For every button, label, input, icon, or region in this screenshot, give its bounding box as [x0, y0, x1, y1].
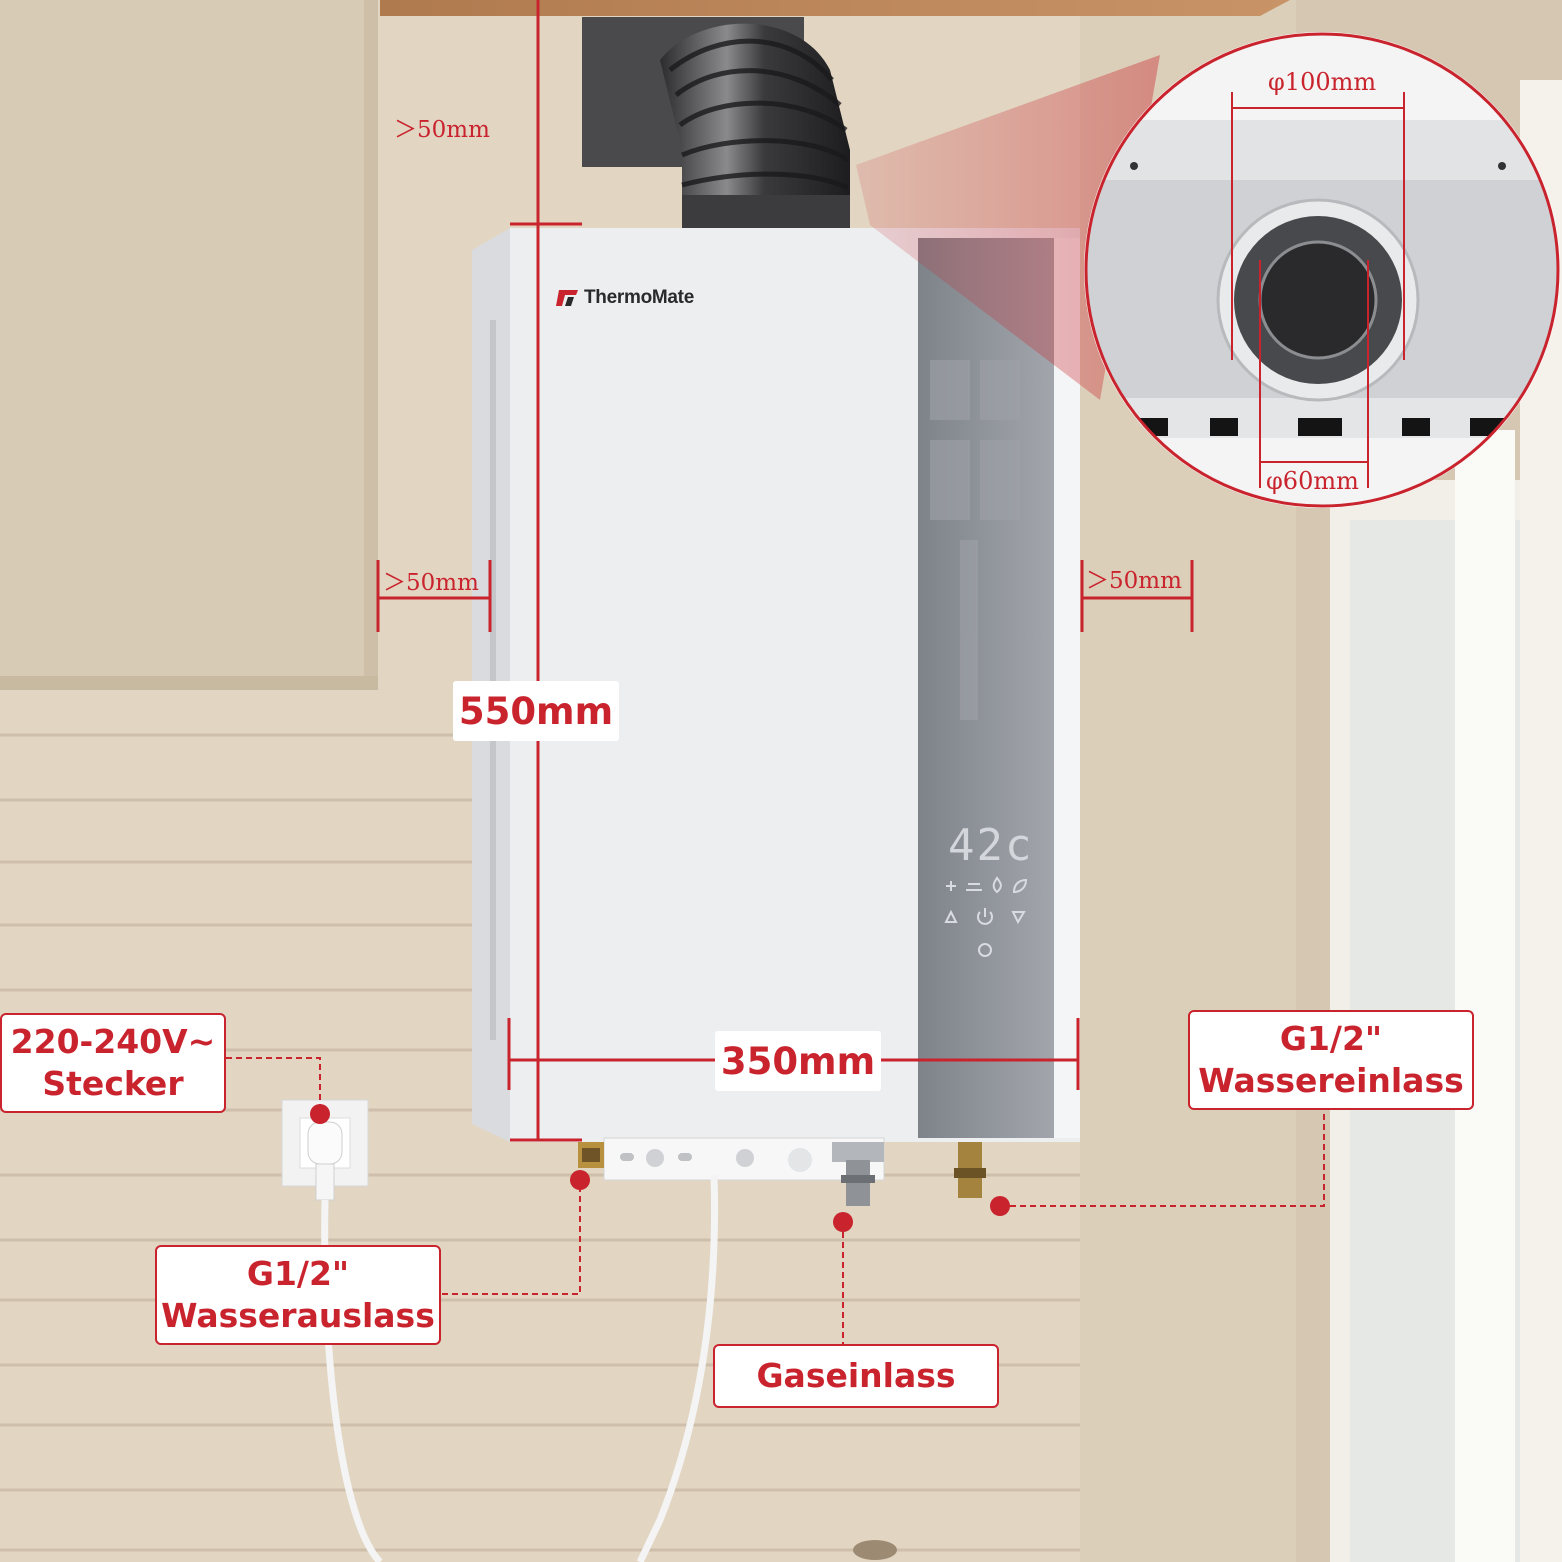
callout-dots — [310, 1104, 1010, 1232]
flexible-flue-duct — [660, 23, 850, 232]
up-arrow-icon[interactable] — [944, 909, 958, 923]
flue-inner-diameter-label: φ60mm — [1266, 467, 1359, 495]
plug-icon — [307, 1121, 343, 1201]
brand-logo: ThermoMate — [556, 287, 694, 309]
clearance-top-label: ＞50mm — [394, 117, 490, 143]
gas-inlet-fitting — [832, 1142, 884, 1206]
clearance-left-label: ＞50mm — [383, 570, 479, 596]
heat-icon — [966, 883, 982, 891]
brand-name: ThermoMate — [584, 287, 694, 308]
power-callout-line1: 220-240V~ — [10, 1022, 216, 1061]
gas-inlet-callout: Gaseinlass — [713, 1344, 999, 1408]
water-inlet-line1: G1/2" — [1279, 1019, 1383, 1058]
power-callout-line2: Stecker — [42, 1064, 184, 1103]
dimension-lines — [376, 0, 1194, 1142]
flue-inset — [1084, 32, 1560, 508]
water-inlet-fitting — [954, 1142, 986, 1198]
height-dimension-label: 550mm — [453, 681, 619, 741]
water-inlet-line2: Wassereinlass — [1198, 1061, 1464, 1100]
fan-icon — [946, 881, 956, 891]
water-inlet-callout: G1/2" Wassereinlass — [1188, 1010, 1474, 1110]
control-panel — [944, 876, 1028, 957]
temperature-display: 42c — [948, 820, 1034, 871]
water-outlet-fitting — [578, 1142, 604, 1168]
ceiling-beam — [380, 0, 1290, 16]
brand-mark-icon — [556, 290, 578, 306]
callout-leaders — [226, 1057, 1325, 1344]
mode-button-icon[interactable] — [978, 943, 992, 957]
flue-outer-diameter-label: φ100mm — [1268, 68, 1377, 96]
water-outlet-callout: G1/2" Wasserauslass — [155, 1245, 441, 1345]
leaf-icon — [1012, 878, 1028, 894]
zoom-cone — [856, 55, 1160, 400]
clearance-right-label: ＞50mm — [1086, 568, 1182, 594]
drain-cap — [853, 1540, 897, 1560]
power-icon[interactable] — [977, 908, 993, 925]
flame-icon — [992, 876, 1002, 894]
width-dimension-label: 350mm — [715, 1031, 881, 1091]
water-outlet-line1: G1/2" — [246, 1254, 350, 1293]
down-arrow-icon[interactable] — [1011, 911, 1026, 925]
water-outlet-line2: Wasserauslass — [161, 1296, 435, 1335]
wall-cabinet — [0, 0, 378, 690]
gas-inlet-label: Gaseinlass — [756, 1356, 956, 1395]
power-callout: 220-240V~ Stecker — [0, 1013, 226, 1113]
